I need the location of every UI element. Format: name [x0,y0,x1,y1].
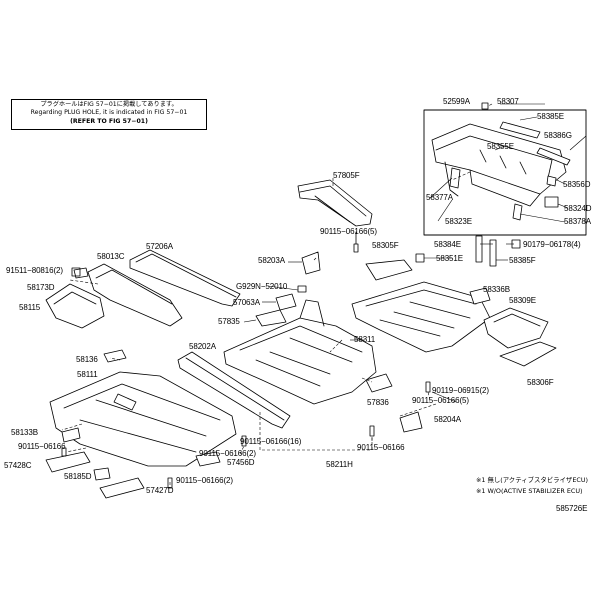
part-label-58385E[interactable]: 58385E [537,112,564,121]
tunnel-brace [297,179,373,227]
part-label-58323E[interactable]: 58323E [445,217,472,226]
note-line-ref: (REFER TO FIG 57−01) [70,117,148,125]
inset-frame [423,109,587,236]
part-label-58385F[interactable]: 58385F [509,256,536,265]
bracket-58136 [103,349,127,363]
part-label-58386G[interactable]: 58386G [544,131,572,140]
bracket-57427D [99,477,145,499]
part-label-58111[interactable]: 58111 [77,370,98,379]
part-label-58355E[interactable]: 58355E [487,142,514,151]
part-label-90115-5b[interactable]: 90115−06166(5) [412,396,469,405]
bracket-57428C [45,451,91,473]
part-label-58211H[interactable]: 58211H [326,460,353,469]
part-label-G929N[interactable]: G929N−52010 [236,282,288,291]
rear-floor-pan [351,281,491,353]
rear-crossmember-assembly [431,102,571,221]
part-label-90115-5a[interactable]: 90115−06166(5) [320,227,377,236]
insulator-58305F [365,259,413,281]
pillar-58384E [475,235,483,263]
note-line-jp: プラグホールはFIG 57−01に掲載してあります。 [40,101,178,108]
part-label-57836[interactable]: 57836 [367,398,389,407]
clip-58351E [415,253,425,263]
part-label-57805F[interactable]: 57805F [333,171,360,180]
note-line-en: Regarding PLUG HOLE, it is indicated in … [30,109,188,117]
part-label-58351E[interactable]: 58351E [436,254,463,263]
part-label-57428C[interactable]: 57428C [4,461,32,470]
part-label-58311[interactable]: 58311 [354,335,376,344]
pillar-58385F [489,239,497,267]
figure-code: 585726E [556,504,588,513]
part-label-90115-2b[interactable]: 90115−06166(2) [176,476,233,485]
side-rail-57206A [129,249,241,307]
center-floor-pan [223,299,377,405]
part-label-58309E[interactable]: 58309E [509,296,536,305]
part-label-90115-16[interactable]: 90115−06166(16) [240,437,302,446]
bracket-57456D [195,451,221,467]
part-label-57206A[interactable]: 57206A [146,242,173,251]
plug-hole-note: プラグホールはFIG 57−01に掲載してあります。 Regarding PLU… [11,99,207,130]
part-label-58202A[interactable]: 58202A [189,342,216,351]
bracket-57835 [255,309,287,327]
bracket-57063A [275,293,297,311]
front-side-member [87,263,183,327]
part-label-58136[interactable]: 58136 [76,355,98,364]
leader-lines [61,103,493,488]
part-label-52599A[interactable]: 52599A [443,97,470,106]
front-floor-pan [49,371,237,467]
part-label-58203A[interactable]: 58203A [258,256,285,265]
part-label-58384E[interactable]: 58384E [434,240,461,249]
part-label-58115[interactable]: 58115 [19,303,41,312]
footnote-jp: ※1 無し(アクティブスタビライザECU) [476,476,588,484]
part-label-58185D[interactable]: 58185D [64,472,92,481]
part-label-90115-2a[interactable]: 90115−06166(2) [199,449,256,458]
bracket-58336B [469,287,491,305]
rear-plate-58306F [499,341,557,367]
part-label-58013C[interactable]: 58013C [97,252,125,261]
solid-leaders [243,103,587,403]
bolt-icons [61,231,521,489]
part-label-58306F[interactable]: 58306F [527,378,554,387]
part-label-90179[interactable]: 90179−06178(4) [523,240,581,249]
part-label-57835[interactable]: 57835 [218,317,240,326]
bracket-57836 [365,373,393,393]
bracket-58203A [301,251,321,275]
bracket-58133B [61,427,81,443]
part-label-90119[interactable]: 90119−06915(2) [432,386,489,395]
part-label-58378A[interactable]: 58378A [564,217,591,226]
part-label-58305F[interactable]: 58305F [372,241,399,250]
part-label-57063A[interactable]: 57063A [233,298,260,307]
left-bracket [45,267,105,329]
rocker-panel [177,351,291,429]
part-label-90115-mid[interactable]: 90115−06166 [357,443,405,452]
part-label-58173D[interactable]: 58173D [27,283,55,292]
part-label-91511[interactable]: 91511−80816(2) [6,266,63,275]
part-label-58336B[interactable]: 58336B [483,285,510,294]
part-label-90115-left[interactable]: 90115−06166 [18,442,66,451]
part-label-58377A[interactable]: 58377A [426,193,453,202]
bracket-58204A [399,411,423,433]
part-label-58204A[interactable]: 58204A [434,415,461,424]
bracket-58185D [93,467,111,481]
rear-bracket-58309E [483,307,549,349]
part-label-58324D[interactable]: 58324D [564,204,592,213]
part-label-57427D[interactable]: 57427D [146,486,174,495]
part-label-58307[interactable]: 58307 [497,97,519,106]
part-label-58133B[interactable]: 58133B [11,428,38,437]
part-label-57456D[interactable]: 57456D [227,458,255,467]
part-label-58356D[interactable]: 58356D [563,180,591,189]
footnote-en: ※1 W/O(ACTIVE STABILIZER ECU) [476,487,583,495]
